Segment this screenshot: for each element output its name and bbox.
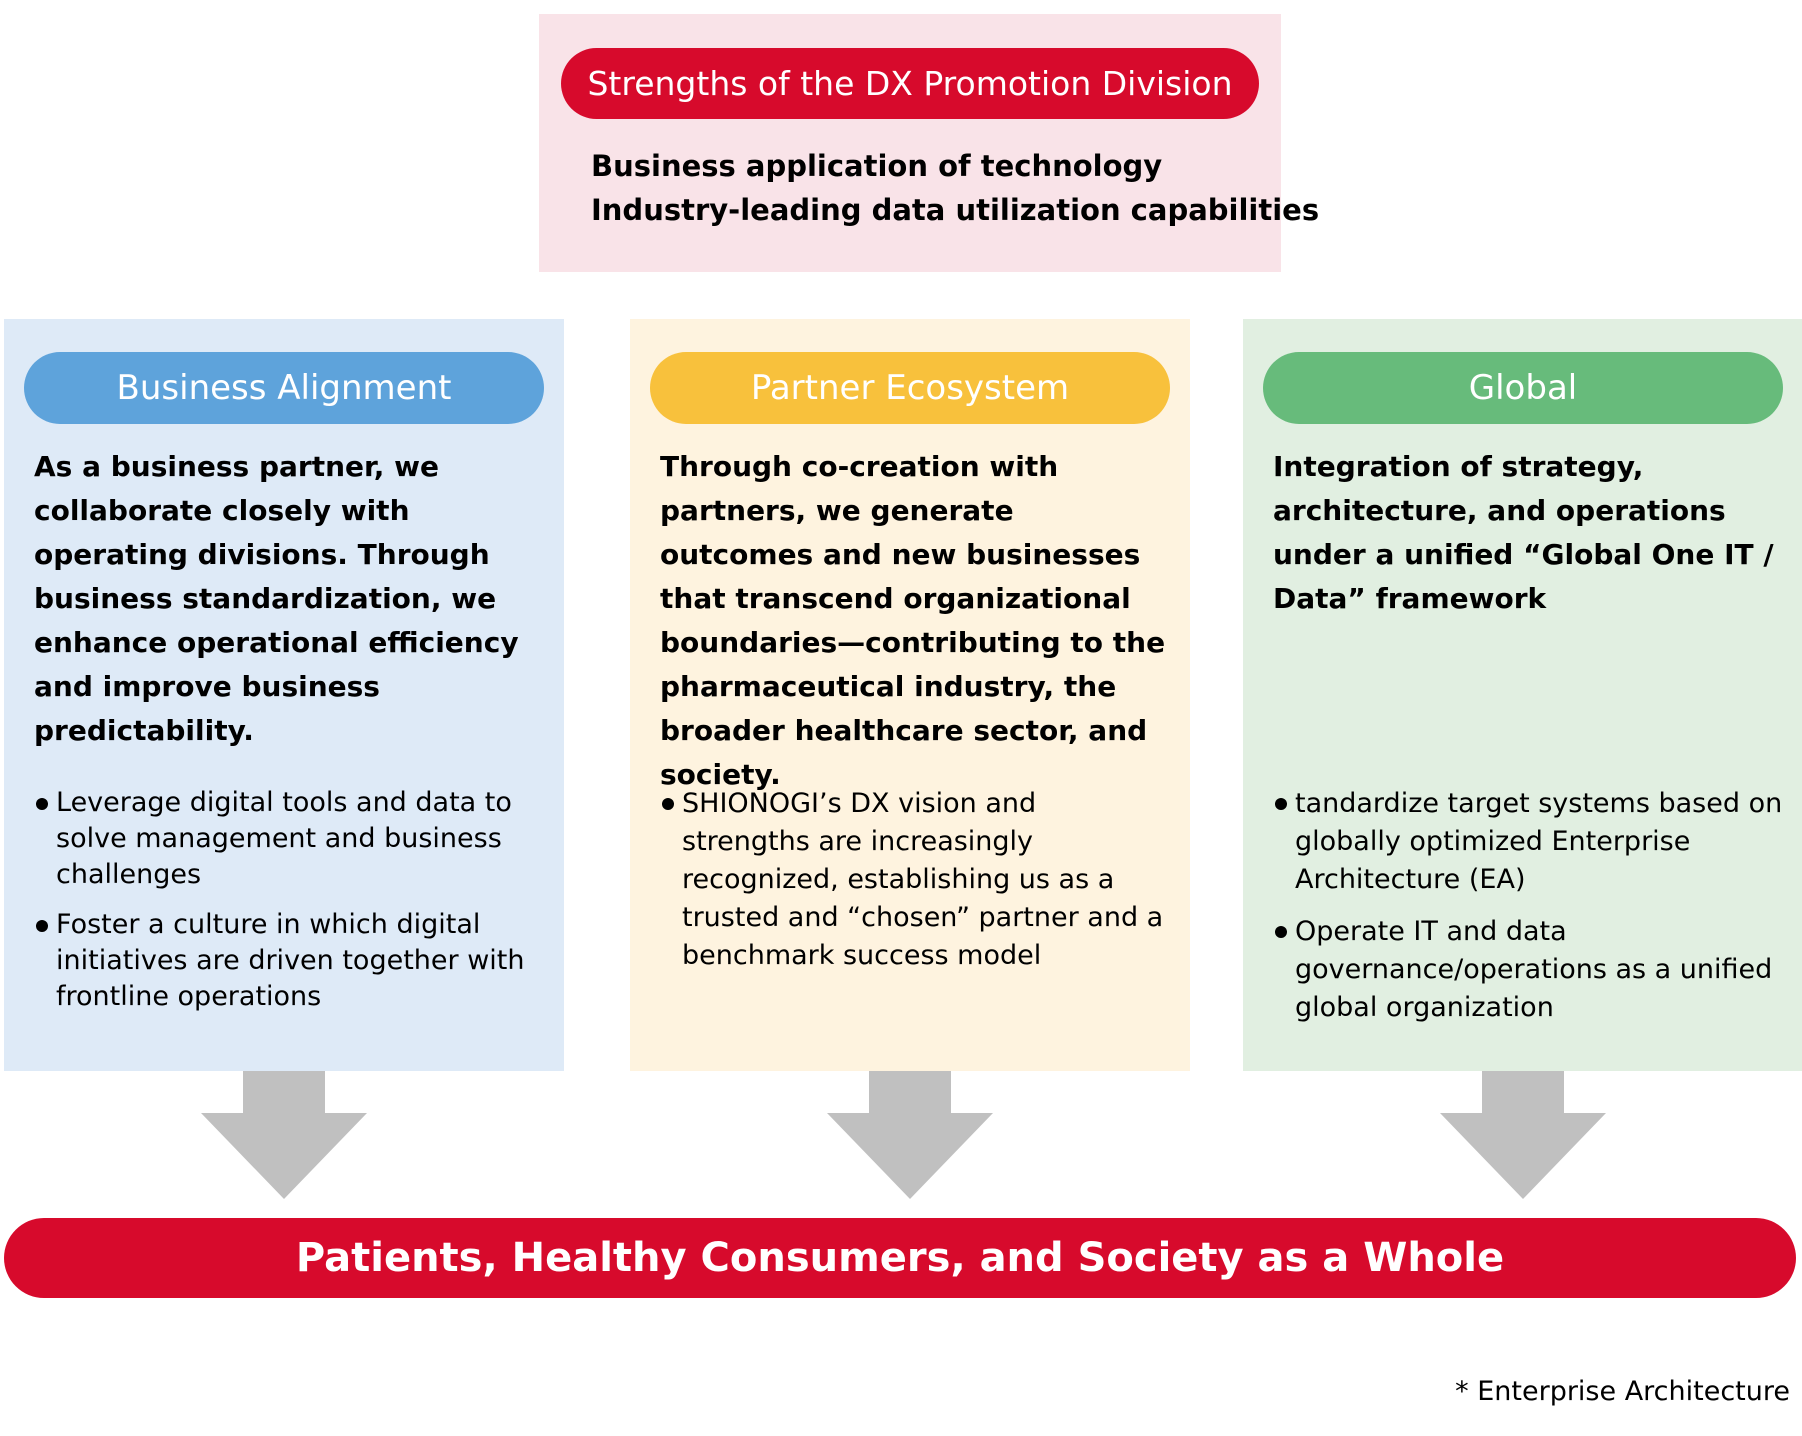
bullet-text: Operate IT and data governance/operation…: [1295, 916, 1773, 1023]
bullet-item: tandardize target systems based on globa…: [1273, 785, 1783, 899]
footnote: * Enterprise Architecture: [1455, 1376, 1790, 1407]
dx-strength-line: Industry-leading data utilization capabi…: [591, 193, 1320, 227]
global-bullets: tandardize target systems based on globa…: [1273, 785, 1783, 1041]
down-arrow-icon: [1440, 1071, 1606, 1199]
bullet-dot-icon: [1275, 798, 1287, 810]
bullet-text: Foster a culture in which digital initia…: [56, 909, 525, 1012]
bullet-item: Leverage digital tools and data to solve…: [34, 785, 544, 893]
bullet-item: Operate IT and data governance/operation…: [1273, 913, 1783, 1027]
bullet-dot-icon: [36, 920, 48, 932]
business-alignment-title: Business Alignment: [24, 352, 544, 424]
dx-strengths-title: Strengths of the DX Promotion Division: [561, 48, 1259, 119]
business-alignment-description: As a business partner, we collaborate cl…: [34, 450, 519, 747]
down-arrow-icon: [827, 1071, 993, 1199]
bullet-dot-icon: [36, 798, 48, 810]
partner-ecosystem-panel: Partner Ecosystem Through co-creation wi…: [630, 319, 1190, 1071]
business-alignment-panel: Business Alignment As a business partner…: [4, 319, 564, 1071]
bullet-text: SHIONOGI’s DX vision and strengths are i…: [682, 788, 1164, 971]
outcome-banner: Patients, Healthy Consumers, and Society…: [4, 1218, 1796, 1298]
dx-strengths-list: Business application of technology Indus…: [591, 144, 1319, 232]
partner-ecosystem-title: Partner Ecosystem: [650, 352, 1170, 424]
bullet-dot-icon: [1275, 926, 1287, 938]
down-arrow-icon: [201, 1071, 367, 1199]
bullet-item: SHIONOGI’s DX vision and strengths are i…: [660, 785, 1170, 975]
global-description: Integration of strategy, architecture, a…: [1273, 450, 1774, 615]
global-title: Global: [1263, 352, 1783, 424]
partner-ecosystem-description: Through co-creation with partners, we ge…: [660, 450, 1166, 791]
bullet-text: Leverage digital tools and data to solve…: [56, 787, 512, 890]
bullet-item: Foster a culture in which digital initia…: [34, 907, 544, 1015]
business-alignment-bullets: Leverage digital tools and data to solve…: [34, 785, 544, 1029]
dx-strengths-box: Strengths of the DX Promotion Division B…: [539, 14, 1319, 272]
bullet-dot-icon: [662, 798, 674, 810]
bullet-text: tandardize target systems based on globa…: [1295, 788, 1783, 895]
partner-ecosystem-bullets: SHIONOGI’s DX vision and strengths are i…: [660, 785, 1170, 989]
global-panel: Global Integration of strategy, architec…: [1243, 319, 1802, 1071]
dx-strength-line: Business application of technology: [591, 149, 1163, 183]
